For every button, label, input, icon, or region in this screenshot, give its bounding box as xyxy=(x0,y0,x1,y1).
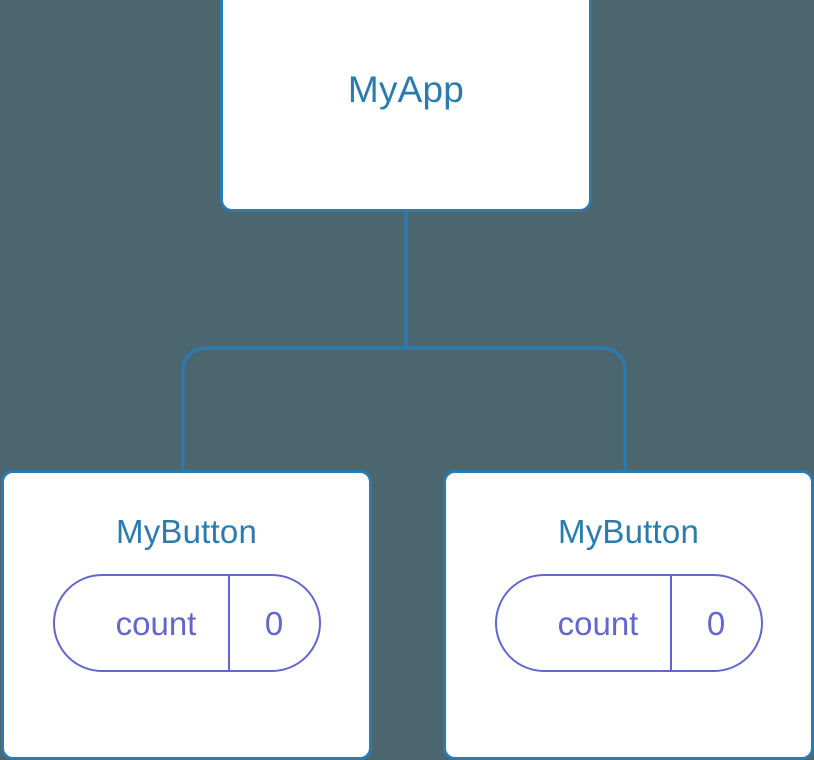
node-myapp[interactable]: MyApp xyxy=(220,0,592,212)
node-mybutton-1[interactable]: MyButton count 0 xyxy=(1,470,372,760)
state-pill-count-1[interactable]: count 0 xyxy=(52,574,321,672)
state-pill-key-1: count xyxy=(115,604,197,642)
state-pill-value-2: 0 xyxy=(669,576,761,670)
edge-branch-to-child-right xyxy=(406,346,627,472)
state-pill-key-2: count xyxy=(557,604,639,642)
state-pill-value-1: 0 xyxy=(227,576,319,670)
node-mybutton-2-title: MyButton xyxy=(558,513,699,550)
state-pill-count-2[interactable]: count 0 xyxy=(494,574,763,672)
node-myapp-title: MyApp xyxy=(347,68,465,110)
edge-branch-to-child-left xyxy=(181,346,406,472)
node-mybutton-2[interactable]: MyButton count 0 xyxy=(443,470,814,760)
node-mybutton-1-title: MyButton xyxy=(116,513,257,550)
